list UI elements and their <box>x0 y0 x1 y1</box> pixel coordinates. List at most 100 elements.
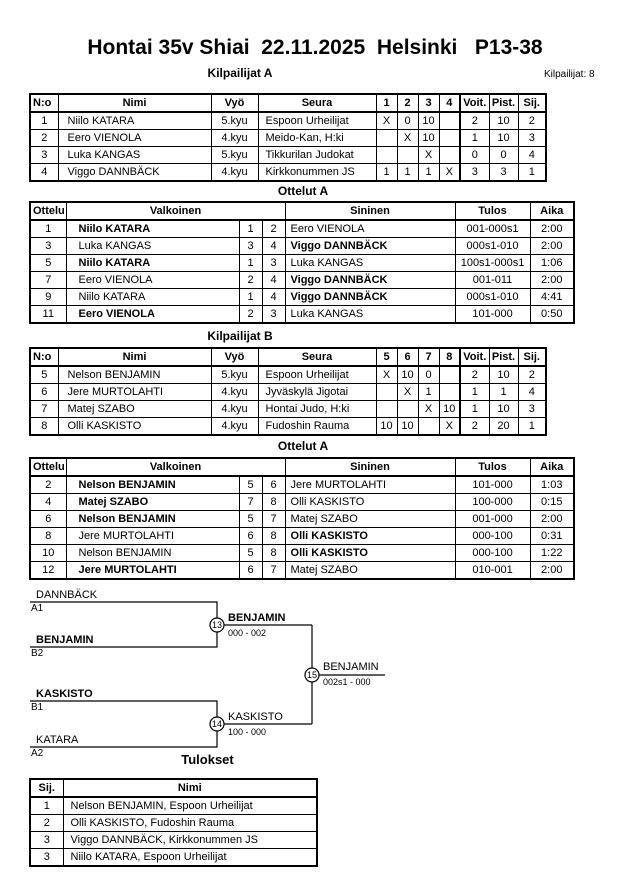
match-number-cell: 1 <box>29 219 67 238</box>
score-cell <box>438 129 461 147</box>
score-cell: X <box>417 400 440 418</box>
col-header: 6 <box>396 347 419 367</box>
place-cell: 4 <box>517 146 547 164</box>
wins-cell: 1 <box>459 383 490 401</box>
wins-cell: 1 <box>459 400 490 418</box>
time-cell: 2:00 <box>529 219 575 238</box>
blue-number-cell: 7 <box>261 561 286 580</box>
blue-number-cell: 4 <box>261 237 286 255</box>
result-cell: 100-000 <box>454 493 531 511</box>
place-cell: 3 <box>517 129 547 147</box>
result-cell: 000s1-010 <box>454 288 531 306</box>
competitor-number-cell: 8 <box>29 417 59 436</box>
col-header: 5 <box>375 347 398 367</box>
competitor-number-cell: 5 <box>29 365 59 384</box>
white-number-cell: 1 <box>238 254 263 272</box>
blue-name-cell: Eero VIENOLA <box>284 219 456 238</box>
competitor-name-cell: Eero VIENOLA <box>57 129 212 147</box>
col-header: 8 <box>438 347 461 367</box>
competitor-row: 6 Jere MURTOLAHTI 4.kyu Jyväskylä Jigota… <box>29 383 547 401</box>
bracket-final-lines <box>224 624 385 725</box>
match-14-number: 14 <box>212 719 222 729</box>
score-cell <box>438 365 461 384</box>
belt-cell: 4.kyu <box>210 417 259 436</box>
points-cell: 0 <box>488 146 519 164</box>
result-cell: 000s1-010 <box>454 237 531 255</box>
competitor-number-cell: 1 <box>29 111 59 130</box>
result-cell: 001-000s1 <box>454 219 531 238</box>
score-cell: 10 <box>396 417 419 436</box>
section-title-matches-a: Ottelut A <box>277 184 329 198</box>
score-cell: 10 <box>438 400 461 418</box>
time-cell: 1:03 <box>529 475 575 494</box>
points-cell: 20 <box>488 417 519 436</box>
match-row: 10 Nelson BENJAMIN 5 8 Olli KASKISTO 000… <box>29 544 575 562</box>
match-number-cell: 8 <box>29 527 67 545</box>
bracket-match-score: 002s1 - 000 <box>323 677 371 687</box>
col-header: Ottelu <box>29 457 67 477</box>
club-cell: Espoon Urheilijat <box>257 111 377 130</box>
score-cell <box>417 417 440 436</box>
match-row: 5 Niilo KATARA 1 3 Luka KANGAS 100s1-000… <box>29 254 575 272</box>
white-name-cell: Eero VIENOLA <box>65 271 240 289</box>
col-header: Vyö <box>210 347 259 367</box>
score-cell: 1 <box>375 163 398 182</box>
bracket-match-score: 000 - 002 <box>228 628 267 638</box>
bracket-seed-label: A1 <box>31 603 44 614</box>
match-row: 7 Eero VIENOLA 2 4 Viggo DANNBÄCK 001-01… <box>29 271 575 289</box>
white-name-cell: Eero VIENOLA <box>65 305 240 324</box>
blue-number-cell: 8 <box>261 544 286 562</box>
blue-name-cell: Luka KANGAS <box>284 305 456 324</box>
blue-name-cell: Viggo DANNBÄCK <box>284 271 456 289</box>
result-cell: 101-000 <box>454 475 531 494</box>
white-number-cell: 6 <box>238 527 263 545</box>
match-14-circle <box>209 716 225 732</box>
place-cell: 1 <box>29 796 64 815</box>
wins-cell: 2 <box>459 417 490 436</box>
score-cell <box>375 400 398 418</box>
place-cell: 3 <box>517 400 547 418</box>
blue-number-cell: 6 <box>261 475 286 494</box>
blue-number-cell: 7 <box>261 510 286 528</box>
white-number-cell: 1 <box>238 288 263 306</box>
points-cell: 10 <box>488 129 519 147</box>
white-name-cell: Nelson BENJAMIN <box>65 544 240 562</box>
col-header: Valkoinen <box>65 201 286 221</box>
bracket-match-score: 100 - 000 <box>228 727 267 737</box>
white-number-cell: 2 <box>238 271 263 289</box>
place-cell: 2 <box>29 814 64 832</box>
blue-number-cell: 3 <box>261 305 286 324</box>
competitor-row: 5 Nelson BENJAMIN 5.kyu Espoon Urheilija… <box>29 365 547 384</box>
competitor-number-cell: 4 <box>29 163 59 182</box>
white-number-cell: 6 <box>238 561 263 580</box>
result-name-cell: Olli KASKISTO, Fudoshin Rauma <box>62 814 318 832</box>
white-number-cell: 5 <box>238 510 263 528</box>
match-number-cell: 2 <box>29 475 67 494</box>
place-cell: 1 <box>517 417 547 436</box>
bracket-slot-name: DANNBÄCK <box>36 589 98 601</box>
col-header: Sininen <box>284 457 456 477</box>
competitor-row: 4 Viggo DANNBÄCK 4.kyu Kirkkonummen JS 1… <box>29 163 547 182</box>
white-number-cell: 5 <box>238 544 263 562</box>
col-header: Voit. <box>459 347 490 367</box>
col-header: Seura <box>257 347 377 367</box>
time-cell: 1:22 <box>529 544 575 562</box>
competitor-row: 2 Eero VIENOLA 4.kyu Meido-Kan, H:ki X 1… <box>29 129 547 147</box>
blue-number-cell: 2 <box>261 219 286 238</box>
col-header: Sij. <box>517 93 547 113</box>
col-header: Aika <box>529 457 575 477</box>
score-cell: X <box>438 417 461 436</box>
score-cell: 10 <box>375 417 398 436</box>
wins-cell: 1 <box>459 129 490 147</box>
match-number-cell: 4 <box>29 493 67 511</box>
belt-cell: 4.kyu <box>210 129 259 147</box>
time-cell: 0:31 <box>529 527 575 545</box>
white-name-cell: Jere MURTOLAHTI <box>65 527 240 545</box>
points-cell: 10 <box>488 400 519 418</box>
col-header: Nimi <box>57 93 212 113</box>
table-header-row: Sij. Nimi <box>29 778 318 798</box>
col-header: Pist. <box>488 93 519 113</box>
place-cell: 2 <box>517 365 547 384</box>
white-number-cell: 2 <box>238 305 263 324</box>
place-cell: 3 <box>29 848 64 867</box>
